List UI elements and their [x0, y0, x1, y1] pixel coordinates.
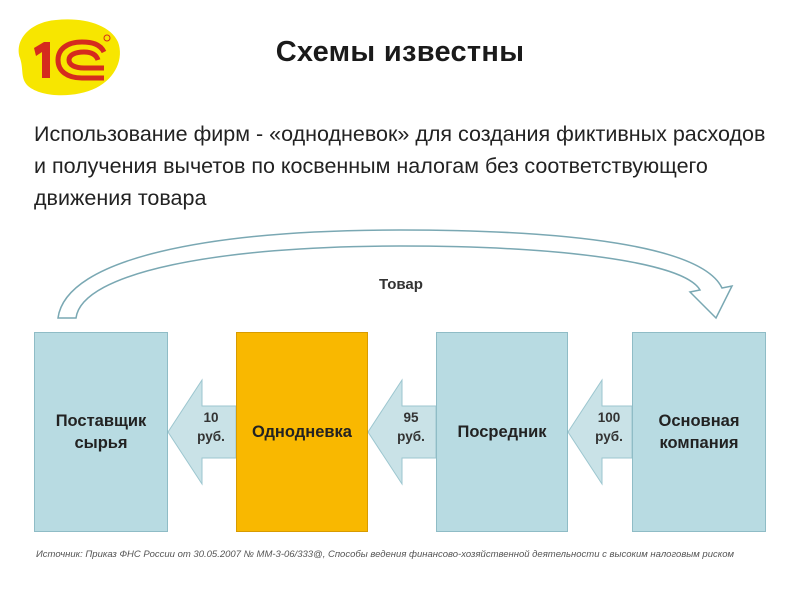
payment-label-95: 95 руб.	[382, 408, 440, 446]
entity-label-line2: компания	[659, 434, 739, 452]
entity-label-line1: Посредник	[457, 423, 547, 441]
logo-c-inner	[66, 49, 104, 71]
entity-shell-company: Однодневка	[236, 332, 368, 532]
page-title: Схемы известны	[275, 36, 525, 68]
payment-amount: 10	[203, 410, 219, 425]
entity-label-line1: Однодневка	[252, 423, 352, 441]
goods-flow-label: Товар	[379, 276, 423, 293]
payment-label-100: 100 руб.	[580, 408, 638, 446]
logo-one	[34, 42, 50, 78]
entity-label-line1: Основная	[658, 412, 740, 430]
payment-unit: руб.	[595, 429, 623, 444]
goods-flow-arrow	[57, 229, 734, 320]
scheme-description: Использование фирм - «однодневок» для со…	[34, 122, 766, 210]
source-note: Источник: Приказ ФНС России от 30.05.200…	[36, 549, 735, 560]
entity-label-line1: Поставщик	[55, 412, 147, 430]
entity-main-company: Основная компания	[632, 332, 766, 532]
payment-amount: 95	[403, 410, 419, 425]
1c-logo	[18, 19, 120, 96]
logo-c-outer	[55, 39, 107, 81]
entity-intermediary: Посредник	[436, 332, 568, 532]
payment-label-10: 10 руб.	[182, 408, 240, 446]
entity-label-line2: сырья	[74, 434, 128, 452]
payment-unit: руб.	[397, 429, 425, 444]
payment-unit: руб.	[197, 429, 225, 444]
payment-amount: 100	[597, 410, 621, 425]
entity-raw-supplier: Поставщик сырья	[34, 332, 168, 532]
